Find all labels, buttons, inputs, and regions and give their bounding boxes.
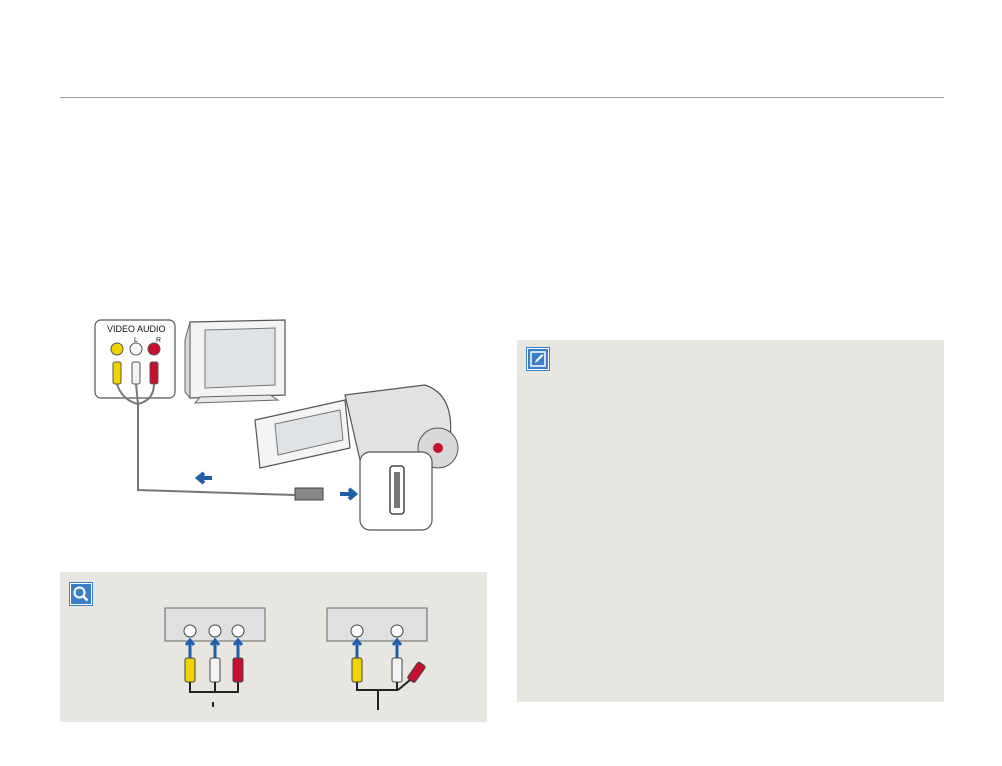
input-jack-variants-diagram bbox=[164, 607, 428, 710]
connect-direction-arrow-right bbox=[340, 487, 359, 501]
video-label: VIDEO bbox=[107, 324, 135, 334]
hdmi-port-zoom bbox=[359, 451, 433, 531]
tv-illustration bbox=[184, 319, 286, 404]
cable-plug bbox=[294, 487, 324, 501]
three-jack-input-panel bbox=[164, 607, 266, 707]
av-input-jack-panel: VIDEO AUDIO L R bbox=[94, 319, 176, 399]
header-rule bbox=[60, 97, 944, 98]
av-cable bbox=[116, 383, 296, 496]
signal-direction-arrow-left bbox=[194, 471, 212, 485]
right-channel-label: R bbox=[156, 337, 161, 344]
left-channel-label: L bbox=[134, 337, 138, 344]
pencil-note-icon bbox=[527, 348, 549, 370]
two-jack-input-panel bbox=[326, 607, 428, 710]
audio-label: AUDIO bbox=[137, 324, 166, 334]
tv-camcorder-connection-diagram: VIDEO AUDIO L R bbox=[94, 319, 459, 531]
note-panel bbox=[517, 340, 944, 702]
magnifier-icon bbox=[70, 583, 92, 605]
camcorder-illustration bbox=[254, 384, 459, 469]
tip-panel bbox=[60, 572, 487, 722]
